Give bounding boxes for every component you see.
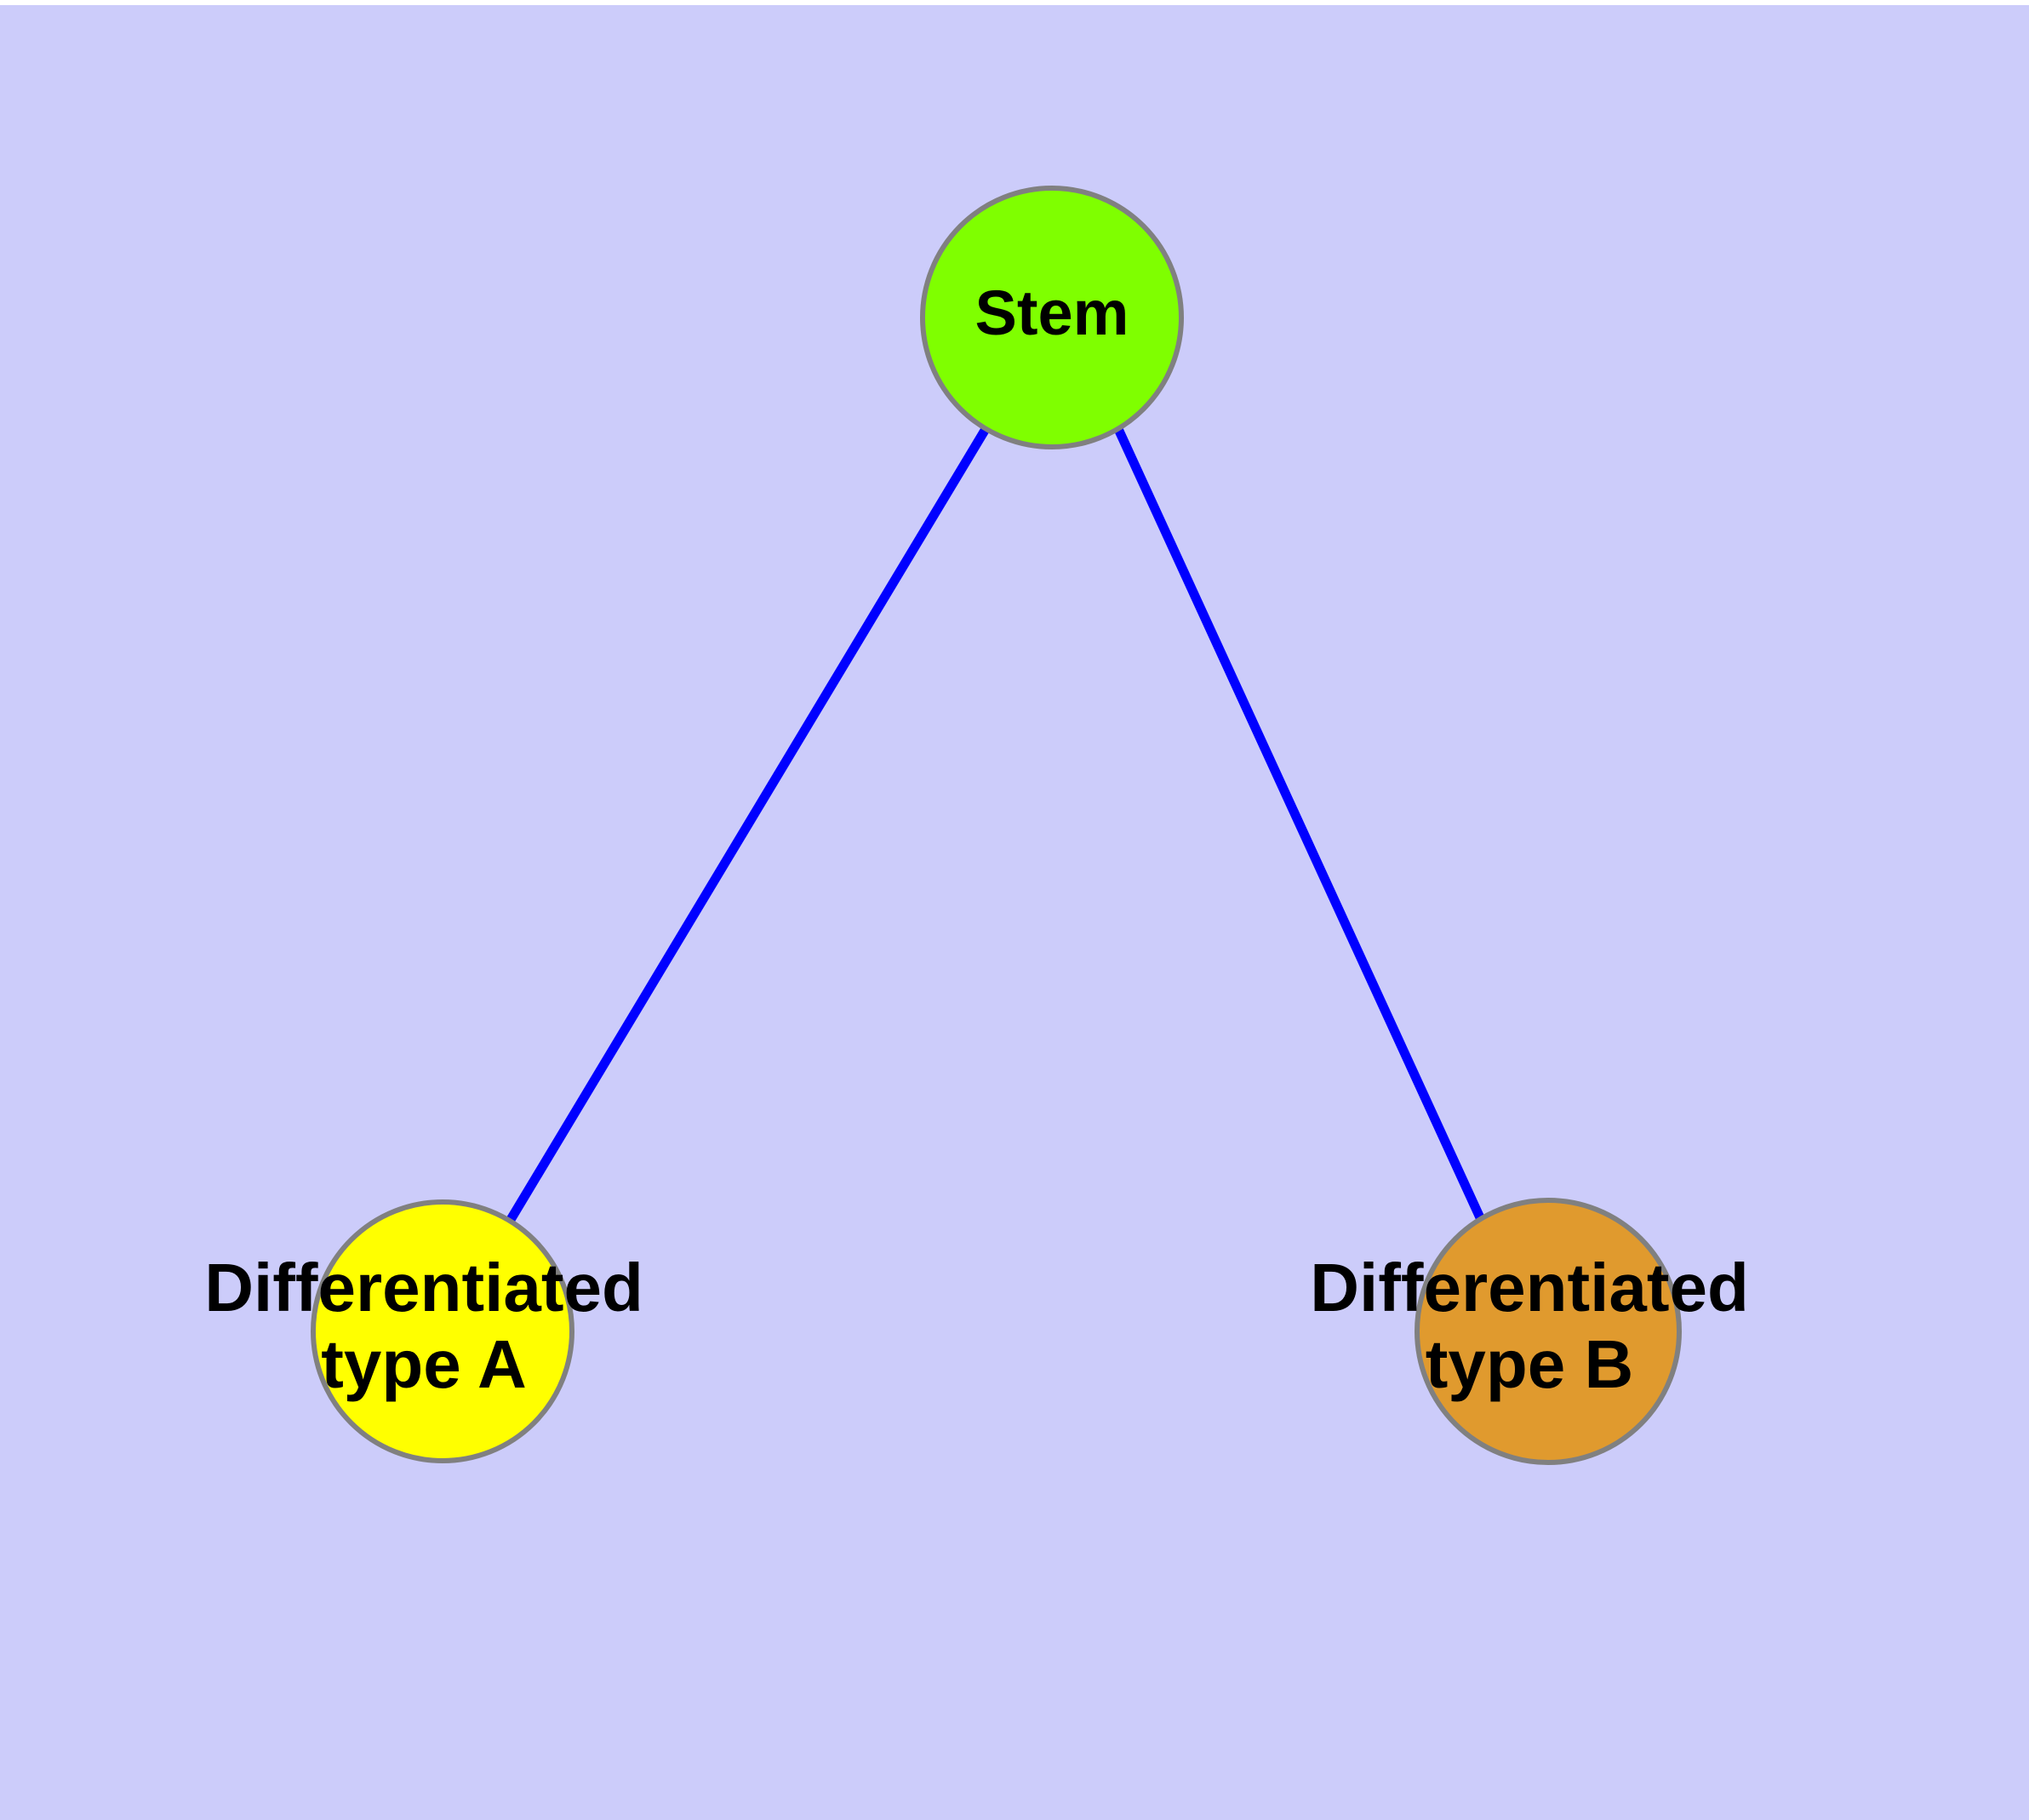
node-stem[interactable]	[920, 186, 1184, 449]
edge-stem-to-differentiated-type-b[interactable]	[1114, 426, 1492, 1237]
node-label-line: Differentiated	[1310, 1250, 1749, 1325]
node-label-line: type B	[1426, 1326, 1634, 1402]
node-layer	[311, 186, 1682, 1465]
node-label-stem: Stem	[975, 278, 1129, 348]
node-label-line: Differentiated	[204, 1250, 643, 1325]
edge-stem-to-differentiated-type-a[interactable]	[505, 426, 990, 1225]
node-label-line: type A	[321, 1326, 527, 1402]
node-differentiated-type-b[interactable]	[1415, 1198, 1682, 1465]
edge-layer	[505, 426, 1492, 1237]
node-label-line: Stem	[975, 278, 1129, 348]
node-differentiated-type-a[interactable]	[311, 1199, 574, 1463]
